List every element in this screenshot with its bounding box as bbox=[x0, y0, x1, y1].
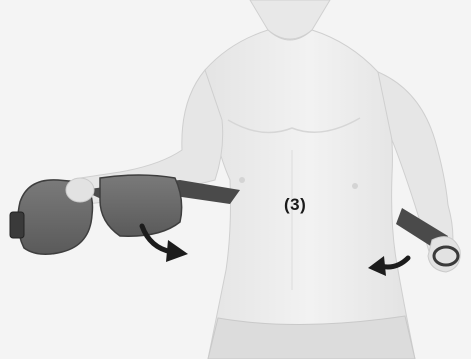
belt-buckle bbox=[10, 212, 24, 238]
left-hand bbox=[66, 178, 94, 202]
step-label: (3) bbox=[284, 195, 306, 215]
left-nipple bbox=[239, 177, 245, 183]
right-nipple bbox=[352, 183, 358, 189]
